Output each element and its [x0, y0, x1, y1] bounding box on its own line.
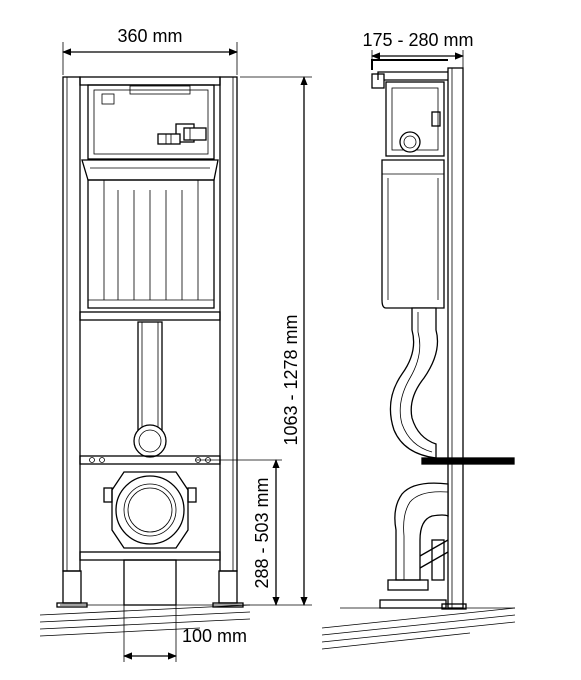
left-frame-post [62, 76, 81, 572]
side-actuator-housing [385, 81, 445, 157]
side-drain-bend [387, 482, 449, 591]
side-floor-hatch [321, 607, 516, 650]
top-crossbar [79, 76, 221, 86]
depth-range-label: 175 - 280 mm [362, 30, 473, 50]
dimension-outlet-offset: 100 mm [123, 605, 247, 662]
height-range-label: 1063 - 1278 mm [281, 314, 301, 445]
dimension-frame-width: 360 mm [62, 26, 238, 75]
bottom-crossbar [79, 551, 221, 561]
fill-valve [157, 123, 207, 145]
side-frame-post [447, 67, 464, 609]
dimension-depth: 175 - 280 mm [362, 30, 474, 68]
cistern-lip [81, 159, 219, 181]
outlet-height-label: 288 - 503 mm [252, 477, 272, 588]
side-flush-pipe [389, 307, 439, 459]
wall-bracket [371, 59, 448, 89]
outlet-offset-label: 100 mm [182, 626, 247, 646]
side-support-bar [421, 457, 515, 465]
middle-crossbar [79, 311, 221, 321]
dimension-outlet-height: 288 - 503 mm [196, 459, 282, 606]
right-frame-post [219, 76, 238, 572]
cistern-tank [87, 179, 215, 309]
left-foot [62, 570, 82, 604]
frame-width-label: 360 mm [117, 26, 182, 46]
side-cistern [381, 159, 445, 309]
drain-outlet [103, 471, 197, 549]
actuator-housing [87, 84, 215, 160]
side-view [321, 59, 516, 650]
front-view [39, 76, 251, 637]
right-foot [218, 570, 238, 604]
